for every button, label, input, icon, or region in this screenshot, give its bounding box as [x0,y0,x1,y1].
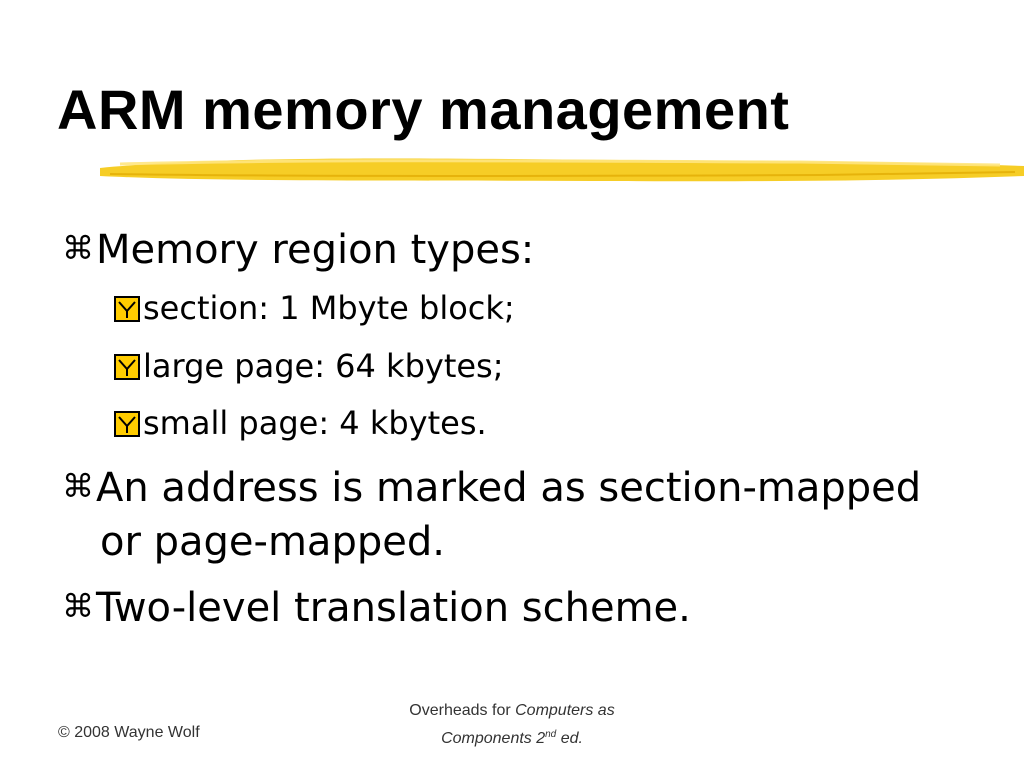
footer-edition-suffix: ed. [556,730,583,747]
title-underline-swash [100,158,1024,182]
command-key-icon: ⌘ [62,467,94,505]
slide-title: ARM memory management [57,78,790,141]
command-key-icon: ⌘ [62,229,94,267]
bullet-text: Memory region types: [96,227,535,273]
yellow-check-box-icon [114,296,140,322]
bullet-text: An address is marked as section-mapped [96,465,922,511]
sub-bullet-item: small page: 4 kbytes. [114,401,487,445]
bullet-continuation: or page-mapped. [100,519,445,565]
yellow-check-box-icon [114,411,140,437]
sub-bullet-item: large page: 64 kbytes; [114,344,504,388]
footer-overheads-prefix: Overheads for [409,702,516,719]
bullet-item: ⌘An address is marked as section-mapped [62,458,921,516]
bullet-text: Two-level translation scheme. [96,585,691,631]
footer-line-2: Components 2nd ed. [362,723,662,751]
command-key-icon: ⌘ [62,587,94,625]
footer-book-title-2: Components 2 [441,730,546,747]
yellow-check-box-icon [114,354,140,380]
footer-line-1: Overheads for Computers as [362,699,662,723]
footer-book-credit: Overheads for Computers as Components 2n… [362,699,662,751]
footer-copyright: © 2008 Wayne Wolf [58,724,200,741]
sub-bullet-item: section: 1 Mbyte block; [114,286,515,330]
sub-bullet-text: large page: 64 kbytes; [143,347,504,385]
bullet-item: ⌘Two-level translation scheme. [62,578,691,636]
footer-book-title-1: Computers as [515,702,615,719]
sub-bullet-text: small page: 4 kbytes. [143,404,487,442]
bullet-item: ⌘Memory region types: [62,220,534,278]
footer-edition-superscript: nd [545,729,557,740]
sub-bullet-text: section: 1 Mbyte block; [143,289,515,327]
